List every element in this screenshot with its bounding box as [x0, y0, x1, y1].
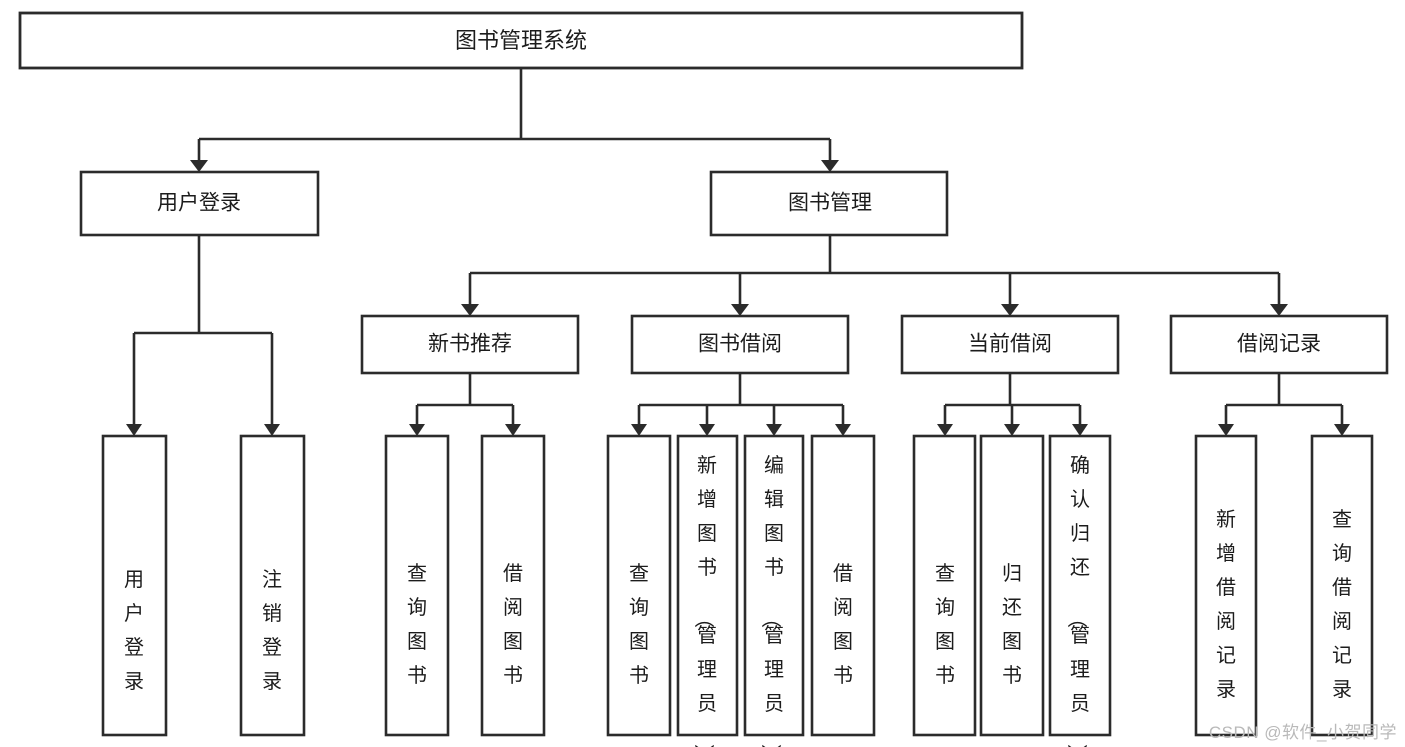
arrow-head-leaf10 — [1004, 424, 1020, 436]
node-leaf7[interactable]: 编辑图书（管理员） — [743, 434, 805, 747]
node-leaf6[interactable]: 新增图书（管理员） — [676, 434, 739, 747]
node-label-leaf6: 新增图书（管理员） — [692, 454, 717, 747]
node-box-leaf10[interactable] — [979, 434, 1045, 737]
node-label-borrow: 图书借阅 — [698, 333, 782, 356]
node-label-leaf8: 借阅图书 — [833, 562, 853, 687]
node-borrow[interactable]: 图书借阅 — [630, 314, 850, 375]
node-label-leaf2: 注销登录 — [262, 568, 282, 693]
node-label-leaf13: 查询借阅记录 — [1332, 508, 1352, 701]
node-label-leaf7: 编辑图书（管理员） — [759, 454, 784, 747]
arrow-head-leaf9 — [937, 424, 953, 436]
node-label-leaf10: 归还图书 — [1002, 562, 1022, 687]
node-box-records[interactable] — [1169, 314, 1389, 375]
node-box-leaf13[interactable] — [1310, 434, 1374, 737]
node-label-leaf9: 查询图书 — [935, 562, 955, 687]
node-box-leaf11[interactable] — [1048, 434, 1112, 737]
arrow-head-current — [1001, 304, 1019, 316]
arrow-head-leaf5 — [631, 424, 647, 436]
node-newbook[interactable]: 新书推荐 — [360, 314, 580, 375]
node-box-leaf12[interactable] — [1194, 434, 1258, 737]
node-box-leaf9[interactable] — [912, 434, 977, 737]
node-label-newbook: 新书推荐 — [428, 333, 512, 356]
node-leaf1[interactable]: 用户登录 — [101, 434, 168, 737]
node-root[interactable]: 图书管理系统 — [18, 11, 1024, 70]
node-label-leaf4: 借阅图书 — [503, 562, 523, 687]
node-box-leaf8[interactable] — [810, 434, 876, 737]
node-box-newbook[interactable] — [360, 314, 580, 375]
arrow-head-bookmgmt — [821, 160, 839, 172]
node-label-leaf5: 查询图书 — [629, 562, 649, 687]
arrow-head-leaf8 — [835, 424, 851, 436]
arrow-head-leaf1 — [126, 424, 142, 436]
node-box-leaf2[interactable] — [239, 434, 306, 737]
arrow-head-records — [1270, 304, 1288, 316]
node-label-records: 借阅记录 — [1237, 333, 1321, 356]
node-box-borrow[interactable] — [630, 314, 850, 375]
node-label-leaf11: 确认归还（管理员） — [1065, 454, 1090, 747]
node-box-leaf6[interactable] — [676, 434, 739, 737]
node-box-leaf1[interactable] — [101, 434, 168, 737]
arrow-head-leaf11 — [1072, 424, 1088, 436]
node-box-bookmgmt[interactable] — [709, 170, 949, 237]
arrow-head-leaf13 — [1334, 424, 1350, 436]
leaf-node-layer: 用户登录 注销登录 查询图书 借阅图书 查询图书 新增图书（管理员） — [101, 434, 1374, 747]
node-box-leaf5[interactable] — [606, 434, 672, 737]
node-box-leaf7[interactable] — [743, 434, 805, 737]
node-label-leaf12: 新增借阅记录 — [1216, 508, 1236, 701]
arrow-head-newbook — [461, 304, 479, 316]
node-login[interactable]: 用户登录 — [79, 170, 320, 237]
node-records[interactable]: 借阅记录 — [1169, 314, 1389, 375]
node-label-login: 用户登录 — [157, 192, 241, 215]
node-label-leaf1: 用户登录 — [124, 569, 144, 693]
node-label-current: 当前借阅 — [968, 333, 1052, 356]
arrow-head-leaf12 — [1218, 424, 1234, 436]
node-box-current[interactable] — [900, 314, 1120, 375]
node-leaf4[interactable]: 借阅图书 — [480, 434, 546, 737]
csdn-watermark: CSDN @软件_小贺同学 — [1208, 723, 1397, 742]
node-box-root[interactable] — [18, 11, 1024, 70]
node-leaf3[interactable]: 查询图书 — [384, 434, 450, 737]
arrow-head-borrow — [731, 304, 749, 316]
arrow-head-leaf3 — [409, 424, 425, 436]
node-box-login[interactable] — [79, 170, 320, 237]
arrow-head-login — [190, 160, 208, 172]
node-leaf10[interactable]: 归还图书 — [979, 434, 1045, 737]
arrow-head-leaf7 — [766, 424, 782, 436]
connector-layer — [126, 68, 1350, 436]
node-leaf13[interactable]: 查询借阅记录 — [1310, 434, 1374, 737]
node-leaf9[interactable]: 查询图书 — [912, 434, 977, 737]
node-box-leaf3[interactable] — [384, 434, 450, 737]
arrow-head-leaf6 — [699, 424, 715, 436]
node-box-leaf4[interactable] — [480, 434, 546, 737]
node-leaf12[interactable]: 新增借阅记录 — [1194, 434, 1258, 737]
node-leaf11[interactable]: 确认归还（管理员） — [1048, 434, 1112, 747]
node-leaf5[interactable]: 查询图书 — [606, 434, 672, 737]
arrow-head-leaf4 — [505, 424, 521, 436]
arrow-head-leaf2 — [264, 424, 280, 436]
node-label-root: 图书管理系统 — [455, 28, 587, 53]
node-label-leaf3: 查询图书 — [407, 562, 427, 687]
node-leaf8[interactable]: 借阅图书 — [810, 434, 876, 737]
node-leaf2[interactable]: 注销登录 — [239, 434, 306, 737]
node-label-bookmgmt: 图书管理 — [788, 192, 872, 215]
node-current[interactable]: 当前借阅 — [900, 314, 1120, 375]
node-bookmgmt[interactable]: 图书管理 — [709, 170, 949, 237]
